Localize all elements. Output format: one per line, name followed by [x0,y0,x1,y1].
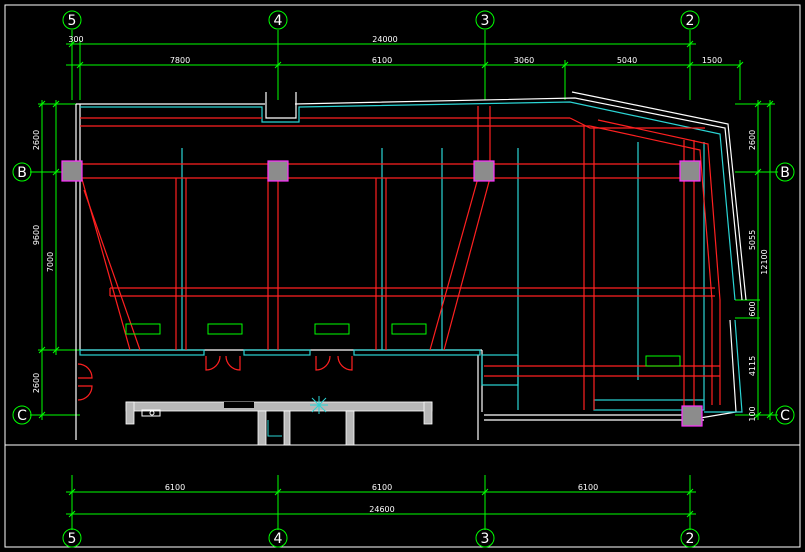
red-beams [79,106,721,410]
axis-bubble-c-left [12,405,32,425]
axis-bubble-2-top [680,10,700,30]
column-3-b [473,160,495,182]
axis-label-b-right: B [780,165,790,181]
axis-label-2-bottom: 2 [686,531,695,547]
bottom-dimension-lines [66,475,696,530]
axis-bubble-4-top [268,10,288,30]
doors [77,355,353,401]
dim-total-top: 24000 [372,35,397,44]
cyan-pipes [79,101,743,413]
axis-label-b-left: B [17,165,27,181]
fixtures-lower [267,396,328,437]
column-4-b [267,160,289,182]
axis-label-2-top: 2 [686,13,695,29]
axis-bubble-5-bottom [62,528,82,548]
column-2-c [681,405,703,427]
structural-columns [61,160,703,427]
top-axis-markers [62,10,700,30]
dim-3060: 3060 [514,56,534,65]
dim-right-12100: 12100 [760,249,769,274]
dim-bottom-6100-a: 6100 [165,483,185,492]
bottom-axis-markers [62,528,700,548]
dim-left-7000: 7000 [46,252,55,272]
axis-label-c-right: C [780,408,790,424]
dim-right-600: 600 [748,301,757,316]
dim-1500: 1500 [702,56,722,65]
axis-label-c-left: C [17,408,27,424]
wall-opening [224,402,254,408]
dim-7800: 7800 [170,56,190,65]
axis-bubble-4-bottom [268,528,288,548]
dim-right-100: 100 [748,406,757,421]
axis-label-5-bottom: 5 [68,531,77,547]
dim-right-4115: 4115 [748,356,757,376]
dim-left-2600b: 2600 [32,373,41,393]
column-2-b [679,160,701,182]
axis-label-5-top: 5 [68,13,77,29]
dim-300: 300 [68,35,83,44]
axis-bubble-b-right [775,162,795,182]
axis-label-4-top: 4 [274,13,283,29]
dim-bottom-6100-b: 6100 [372,483,392,492]
axis-bubble-b-left [12,162,32,182]
axis-bubble-5-top [62,10,82,30]
dim-right-2600: 2600 [748,130,757,150]
dim-right-5055: 5055 [748,230,757,250]
drawing-frame [4,4,801,548]
dim-6100-top: 6100 [372,56,392,65]
lower-room-walls [125,401,433,446]
axis-label-3-bottom: 3 [481,531,490,547]
axis-bubble-3-bottom [475,528,495,548]
right-dimension-lines [735,100,778,420]
left-dimension-lines [30,100,80,420]
axis-label-4-bottom: 4 [274,531,283,547]
axis-bubble-2-bottom [680,528,700,548]
dim-5040: 5040 [617,56,637,65]
axis-label-3-top: 3 [481,13,490,29]
toilet-fixture [141,409,161,417]
top-dimension-lines [66,30,744,100]
axis-bubble-c-right [775,405,795,425]
dim-left-2600: 2600 [32,130,41,150]
axis-bubble-3-top [475,10,495,30]
dim-left-9600: 9600 [32,225,41,245]
dim-bottom-6100-c: 6100 [578,483,598,492]
dim-bottom-total: 24600 [369,505,394,514]
light-fixtures [125,323,681,367]
column-5-b [61,160,83,182]
